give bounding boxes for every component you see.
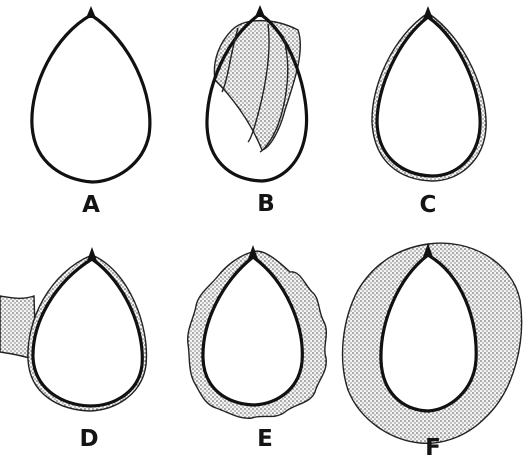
label-f: F xyxy=(425,435,441,461)
seed-c-beak xyxy=(423,6,433,19)
panel-d: D xyxy=(0,247,146,452)
seed-c-outline xyxy=(377,17,480,176)
panel-c: C xyxy=(372,6,486,218)
label-c: C xyxy=(420,192,437,218)
label-a: A xyxy=(82,192,100,218)
panel-f: F xyxy=(343,243,522,461)
panel-b: B xyxy=(207,5,307,217)
seed-a-outline xyxy=(32,15,150,182)
label-d: D xyxy=(79,426,98,452)
panel-e: E xyxy=(188,245,327,452)
label-e: E xyxy=(257,426,273,452)
label-b: B xyxy=(257,191,275,217)
panel-a: A xyxy=(32,6,150,218)
seed-a-beak xyxy=(86,6,96,18)
seed-b-beak xyxy=(255,5,265,17)
seed-d-beak xyxy=(87,247,97,261)
seed-d-outline xyxy=(33,259,142,406)
